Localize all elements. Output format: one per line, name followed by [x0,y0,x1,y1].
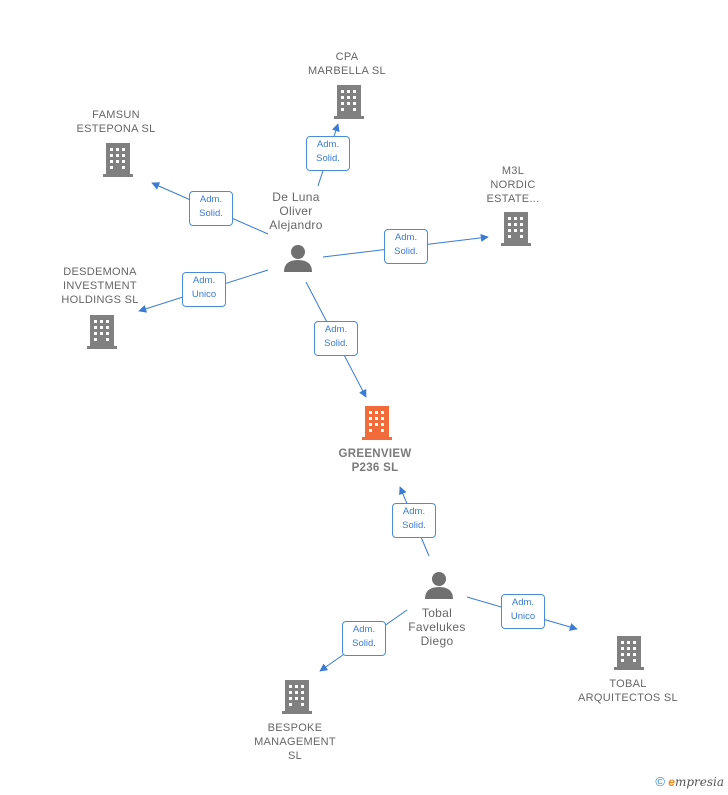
relation-type: Solid. [316,153,340,164]
relation-badge: Adm. Solid. [392,503,436,538]
brand-logo-initial: e [668,775,675,789]
building-icon [87,315,117,349]
node-label-de-luna[interactable]: De Luna Oliver Alejandro [269,190,323,232]
node-label-famsun-estepona[interactable]: FAMSUN ESTEPONA SL [76,109,156,135]
relation-badge: Adm. Solid. [306,136,350,171]
relation-role: Adm. [352,624,376,635]
node-label-desdemona[interactable]: DESDEMONA INVESTMENT HOLDINGS SL [61,266,139,306]
relation-type: Solid. [394,246,418,257]
relation-badge: Adm. Solid. [189,191,233,226]
node-label-tobal-diego[interactable]: Tobal Favelukes Diego [408,606,466,648]
relation-badge: Adm. Unico [501,594,545,629]
node-label-greenview[interactable]: GREENVIEW P236 SL [338,448,412,474]
relation-badge: Adm. Solid. [342,621,386,656]
node-label-cpa-marbella[interactable]: CPA MARBELLA SL [308,51,386,77]
node-label-bespoke[interactable]: BESPOKE MANAGEMENT SL [254,722,336,762]
person-icon [284,245,312,272]
relation-type: Solid. [402,520,426,531]
relation-badge: Adm. Unico [182,272,226,307]
brand-footer: © empresia [655,774,724,789]
relation-role: Adm. [511,597,535,608]
person-icon [425,572,453,599]
relation-role: Adm. [316,139,340,150]
node-label-m3l-nordic[interactable]: M3L NORDIC ESTATE... [486,165,540,205]
building-icon [501,212,531,246]
copyright-icon: © [655,774,665,789]
building-icon [334,85,364,119]
relation-type: Solid. [199,208,223,219]
brand-logo-text: mpresia [674,775,724,789]
relation-role: Adm. [394,232,418,243]
relation-type: Solid. [324,338,348,349]
relation-role: Adm. [402,506,426,517]
building-icon [282,680,312,714]
relation-type: Unico [510,611,536,622]
building-icon [103,143,133,177]
node-label-tobal-arquitectos[interactable]: TOBAL ARQUITECTOS SL [578,678,678,704]
relation-type: Solid. [352,638,376,649]
relation-badge: Adm. Solid. [384,229,428,264]
relation-role: Adm. [192,275,216,286]
relation-type: Unico [191,289,217,300]
relation-role: Adm. [324,324,348,335]
relation-badge: Adm. Solid. [314,321,358,356]
building-icon-main [362,406,392,440]
relation-role: Adm. [199,194,223,205]
building-icon [614,636,644,670]
